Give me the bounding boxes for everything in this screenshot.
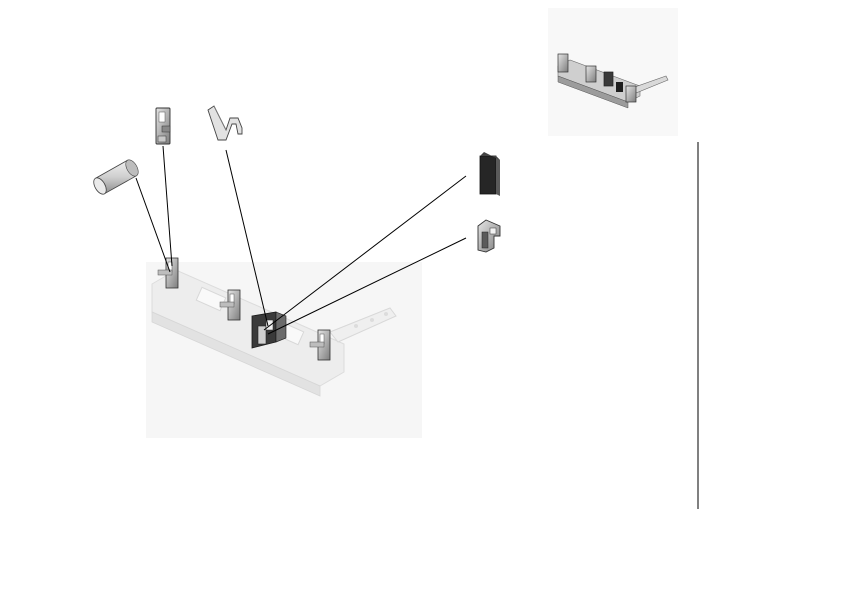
- leader-tube: [135, 177, 171, 273]
- leader-lines: [135, 145, 467, 335]
- exploded-rail-assembly-icon: [146, 257, 422, 438]
- leader-latch: [267, 237, 467, 335]
- tube-part-icon: [93, 159, 139, 195]
- leader-clip-bracket: [162, 145, 173, 267]
- leader-spring-clip: [225, 149, 269, 327]
- clip-bracket-part-icon: [155, 107, 171, 145]
- leader-black-pad: [263, 175, 467, 331]
- assembled-rail-thumbnail: [548, 8, 678, 136]
- installed-clip-4: [309, 329, 331, 361]
- black-pad-part-icon: [479, 152, 500, 196]
- installed-clip-2: [219, 289, 241, 321]
- assembled-rail-icon: [557, 53, 669, 109]
- installed-clip-1: [157, 257, 179, 289]
- spring-clip-part-icon: [207, 105, 243, 141]
- latch-part-icon: [477, 219, 501, 253]
